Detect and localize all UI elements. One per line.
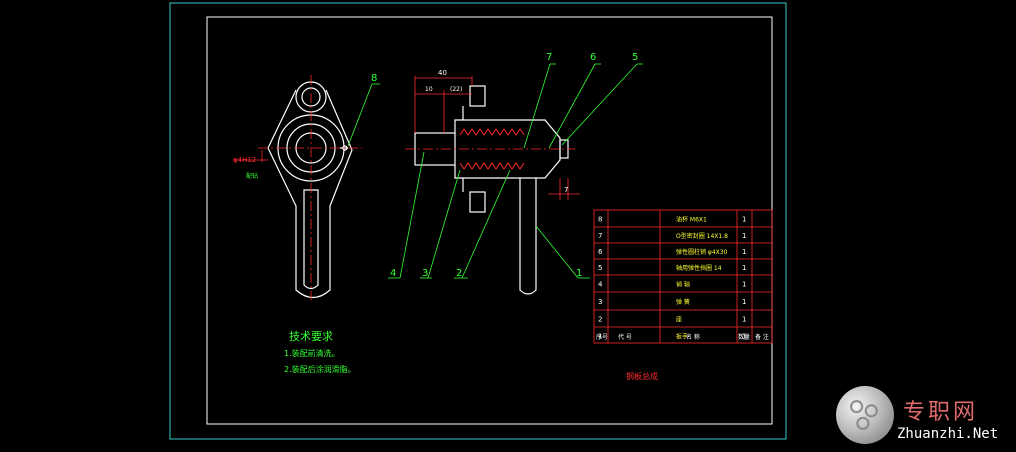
bom-row-qty: 1 (742, 333, 746, 341)
dim-offset: 10 (425, 86, 433, 93)
bom-row-qty: 1 (742, 248, 746, 256)
notes-line-1: 1.装配前清洗。 (284, 348, 340, 358)
hole-fit-label: φ4H12 (233, 156, 256, 164)
bom-row-qty: 1 (742, 316, 746, 324)
bom-row-no: 7 (598, 232, 602, 240)
dim-ref: (22) (450, 86, 462, 93)
bom-row-qty: 1 (742, 281, 746, 289)
right-view-dimensions (414, 76, 580, 200)
spring (459, 128, 525, 170)
bom-row-qty: 1 (742, 264, 746, 272)
bom-header-note: 备 注 (755, 333, 769, 341)
bom-row-no: 8 (598, 216, 602, 224)
dim-gap: 7 (564, 186, 568, 194)
bom-row-qty: 1 (742, 232, 746, 240)
notes-line-2: 2.装配后涂润滑脂。 (284, 364, 356, 374)
callout-5: 5 (632, 52, 638, 63)
bom-row-qty: 1 (742, 298, 746, 306)
callout-8: 8 (371, 73, 377, 84)
hole-fit-sublabel: 配钻 (246, 172, 258, 180)
right-view-assembly (414, 85, 569, 295)
bom-header-code: 代 号 (618, 333, 632, 341)
leaders-top (523, 63, 643, 149)
left-view-dimension (233, 150, 268, 162)
bom-header-no: 序号 (596, 333, 608, 341)
left-view-lever (267, 81, 353, 299)
bom-rows: 8 油杯 M6X1 1 7 O型密封圈 14X1.8 1 6 弹性圆柱销 φ4X30 1 5 轴用弹… (598, 216, 746, 341)
bom-row-no: 1 (598, 333, 602, 341)
bom-row-name: 油杯 M6X1 (676, 216, 707, 224)
bom-row-qty: 1 (742, 216, 746, 224)
bom-row-name: 轴用弹性挡圈 14 (676, 264, 722, 272)
leaders-bottom (388, 151, 590, 279)
bom-row-name: 扳手 (676, 333, 688, 341)
callout-1: 1 (576, 268, 582, 279)
bom-row-no: 5 (598, 264, 602, 272)
notes-heading: 技术要求 (289, 330, 333, 343)
callout-6: 6 (590, 52, 596, 63)
callout-7: 7 (546, 52, 552, 63)
bom-row-no: 6 (598, 248, 603, 256)
bom-row-name: 座 (676, 316, 682, 324)
callout-3: 3 (422, 268, 428, 279)
watermark-cn: 专职网 (903, 400, 979, 425)
bom-table (593, 209, 773, 344)
bom-row-name: 弹性圆柱销 φ4X30 (676, 248, 728, 256)
bom-row-no: 4 (598, 281, 603, 289)
sheet-outer-frame (169, 2, 787, 440)
bom-row-name: 弹 簧 (676, 298, 690, 306)
bom-header-name: 名 称 (686, 333, 700, 341)
callout-4: 4 (390, 268, 396, 279)
bom-row-no: 2 (598, 316, 602, 324)
bom-row-name: 销 轴 (676, 281, 690, 289)
bom-row-no: 3 (598, 298, 602, 306)
watermark-en: Zhuanzhi.Net (897, 426, 999, 442)
leader-8 (347, 83, 380, 147)
watermark-logo-icon (836, 386, 894, 444)
dim-overall: 40 (438, 69, 447, 77)
bom-header-qty: 数量 (738, 333, 750, 341)
callout-2: 2 (456, 268, 462, 279)
left-view-centerlines (258, 75, 362, 300)
drawing-title: 钢板总成 (626, 371, 658, 381)
bom-row-name: O型密封圈 14X1.8 (676, 232, 728, 240)
